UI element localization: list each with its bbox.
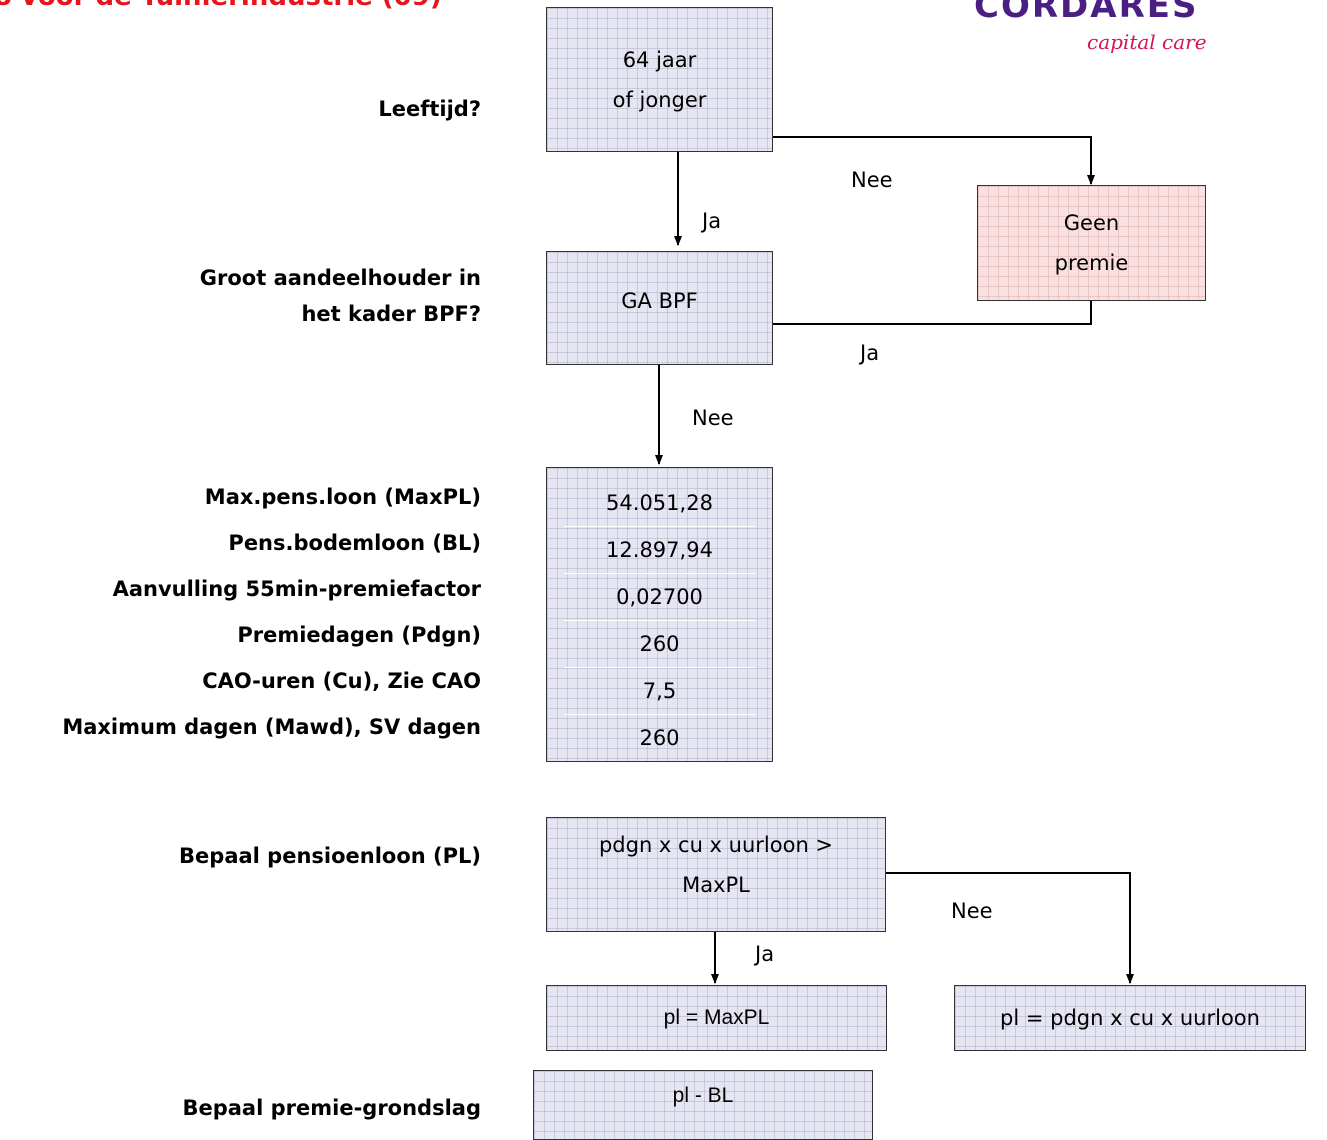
box-pl-max: pl = MaxPL — [546, 985, 887, 1051]
box-pl-condition-line1: pdgn x cu x uurloon > — [598, 832, 834, 857]
label-max-pl: Max.pens.loon (MaxPL) — [204, 485, 481, 509]
box-no-premium-line2: premie — [1054, 251, 1129, 275]
value-cu: 7,5 — [642, 679, 677, 703]
label-ga-line2: het kader BPF? — [301, 302, 481, 326]
flow-label-pl-yes: Ja — [755, 942, 775, 966]
box-grondslag: pl - BL — [533, 1070, 873, 1140]
divider — [563, 714, 756, 715]
label-bl: Pens.bodemloon (BL) — [228, 531, 481, 555]
flow-label-age-no: Nee — [851, 168, 893, 192]
label-ga-line1: Groot aandeelhouder in — [199, 266, 481, 290]
box-parameter-values: 54.051,28 12.897,94 0,02700 260 7,5 260 — [546, 467, 773, 762]
label-age: Leeftijd? — [378, 97, 481, 121]
box-age: 64 jaar of jonger — [546, 7, 773, 152]
box-ga-bpf: GA BPF — [546, 251, 773, 365]
box-ga-bpf-label: GA BPF — [621, 289, 698, 313]
logo-tagline: capital care — [1087, 30, 1207, 54]
label-grondslag: Bepaal premie-grondslag — [182, 1096, 481, 1120]
box-pl-max-label: pl = MaxPL — [663, 1006, 770, 1029]
divider — [563, 667, 756, 668]
box-age-line1: 64 jaar — [622, 47, 697, 72]
label-aanvulling: Aanvulling 55min-premiefactor — [112, 577, 481, 601]
value-pdgn: 260 — [639, 632, 680, 656]
box-no-premium-line1: Geen — [1063, 211, 1120, 235]
label-mawd: Maximum dagen (Mawd), SV dagen — [62, 715, 481, 739]
divider — [563, 526, 756, 527]
arrow-age-to-no-premium — [772, 136, 1095, 185]
arrow-condition-to-plcalc — [885, 872, 1134, 984]
value-mawd: 260 — [639, 726, 680, 750]
divider — [563, 573, 756, 574]
divider — [563, 620, 756, 621]
value-max-pl: 54.051,28 — [606, 491, 713, 515]
page-title: o voor de Tuinierindustrie (09) — [0, 0, 442, 12]
value-aanvulling: 0,02700 — [616, 585, 703, 609]
box-age-line2: of jonger — [612, 87, 707, 112]
box-grondslag-label: pl - BL — [672, 1084, 734, 1107]
flow-label-ga-yes: Ja — [860, 341, 880, 365]
label-pl: Bepaal pensioenloon (PL) — [179, 844, 481, 868]
logo: CORDARES — [974, 0, 1199, 26]
box-no-premium: Geen premie — [977, 185, 1206, 301]
box-pl-calc: pl = pdgn x cu x uurloon — [954, 985, 1306, 1051]
box-pl-condition: pdgn x cu x uurloon > MaxPL — [546, 817, 886, 932]
flow-label-age-yes: Ja — [702, 209, 722, 233]
box-pl-calc-label: pl = pdgn x cu x uurloon — [1000, 1006, 1260, 1030]
box-pl-condition-line2: MaxPL — [682, 872, 750, 897]
value-bl: 12.897,94 — [606, 538, 713, 562]
label-pdgn: Premiedagen (Pdgn) — [237, 623, 481, 647]
flow-label-ga-no: Nee — [692, 406, 734, 430]
flow-label-pl-no: Nee — [951, 899, 993, 923]
label-cu: CAO-uren (Cu), Zie CAO — [202, 669, 481, 693]
